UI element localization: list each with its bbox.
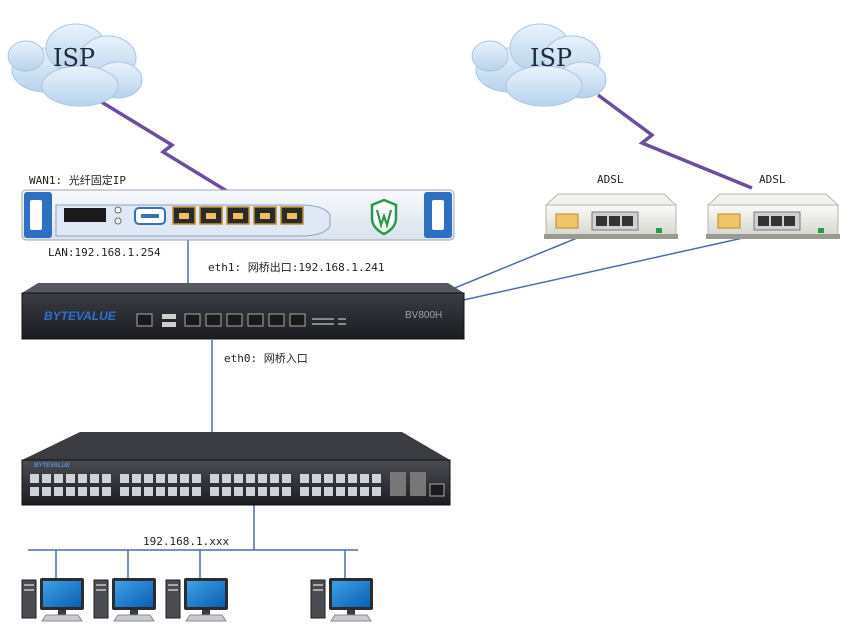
isp-label-right: ISP [530,44,573,72]
shield-logo-icon [370,198,398,236]
network-switch-icon [21,432,451,506]
cloud-icon [471,23,607,107]
eth1-label: eth1: 网桥出口:192.168.1.241 [208,261,385,274]
adsl-modem-icon [706,193,840,239]
pc-icon [93,578,156,622]
bridge-brand-label: BYTEVALUE [44,309,116,323]
eth1-link-adsl-left [439,235,583,295]
pc-icon [310,578,373,622]
bridge-model-label: BV800H [405,310,443,321]
subnet-label: 192.168.1.xxx [143,535,230,548]
adsl-modem-icon [544,193,678,239]
adsl-label-right: ADSL [759,173,786,186]
router-icon [21,189,455,241]
wan1-label: WAN1: 光纤固定IP [29,174,126,187]
switch-brand-label: BYTEVALUE [34,463,70,469]
eth1-link-adsl-right [449,235,753,304]
wan-link-left [94,96,236,198]
adsl-label-left: ADSL [597,173,624,186]
lan-label: LAN:192.168.1.254 [48,246,161,259]
pc-icon [21,578,84,622]
eth0-label: eth0: 网桥入口 [224,352,308,365]
isp-label-left: ISP [53,44,96,72]
cloud-icon [7,23,143,107]
bridge-device-icon [21,283,465,340]
wan-link-right [596,93,753,190]
pc-icon [165,578,228,622]
